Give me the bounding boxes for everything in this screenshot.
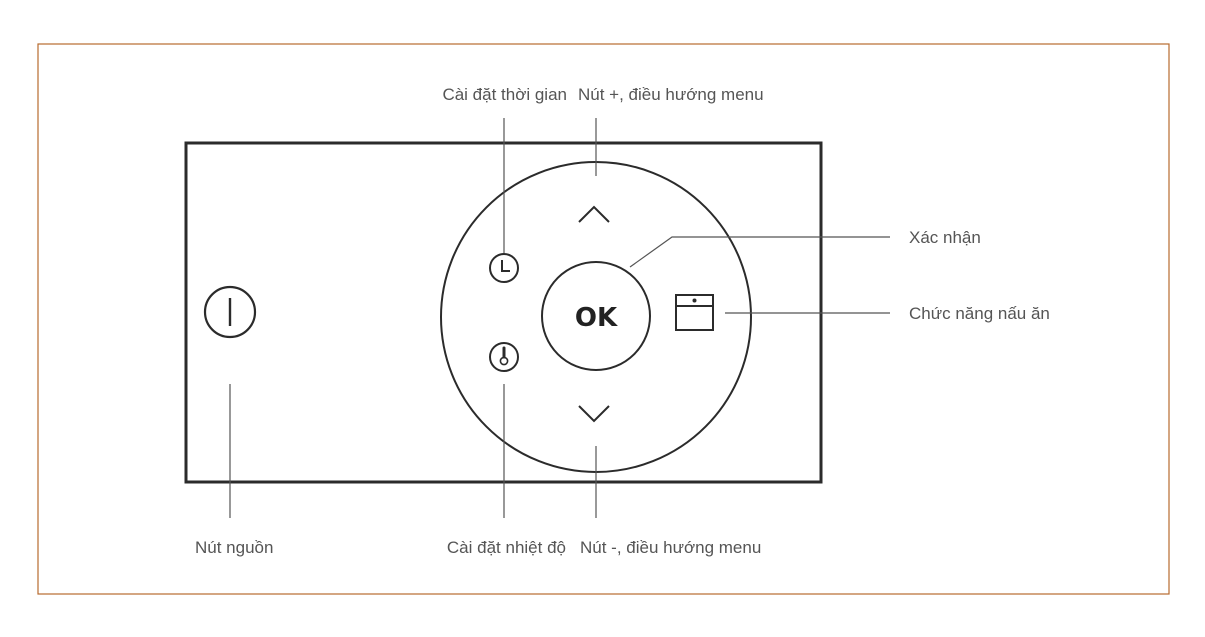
label-temperature-setting: Cài đặt nhiệt độ	[447, 538, 566, 557]
power-button[interactable]	[203, 285, 257, 339]
label-time-setting: Cài đặt thời gian	[442, 85, 567, 104]
thermometer-icon	[489, 342, 519, 372]
chevron-down-icon[interactable]	[578, 405, 610, 423]
label-minus-menu: Nút -, điều hướng menu	[580, 538, 761, 557]
temperature-button[interactable]	[489, 342, 519, 372]
ok-button[interactable]: OK	[541, 261, 651, 371]
label-plus-menu: Nút +, điều hướng menu	[578, 85, 764, 104]
ok-button-label: OK	[575, 303, 618, 333]
leader-confirm	[629, 236, 890, 268]
chevron-up-icon[interactable]	[578, 205, 610, 223]
label-cooking-function: Chức năng nấu ăn	[909, 304, 1050, 323]
label-power: Nút nguồn	[195, 538, 273, 557]
clock-icon	[489, 253, 519, 283]
outer-frame	[37, 43, 1170, 595]
timer-button[interactable]	[489, 253, 519, 283]
cooking-function-button[interactable]	[675, 294, 714, 331]
power-icon	[203, 285, 257, 339]
label-confirm: Xác nhận	[909, 228, 981, 247]
oven-icon	[675, 294, 714, 331]
leader-lines	[229, 118, 890, 518]
